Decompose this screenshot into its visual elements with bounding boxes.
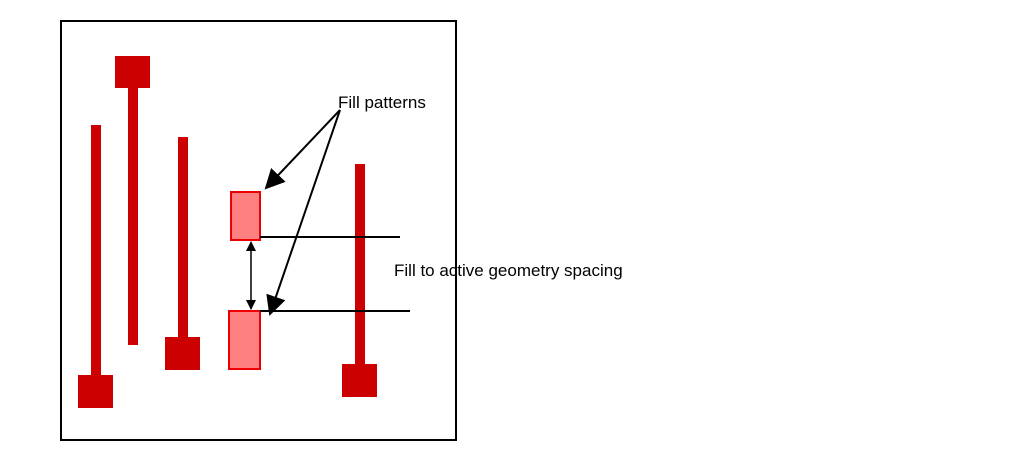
- active-geometry: [78, 56, 377, 408]
- via-pad-4: [342, 364, 377, 397]
- layout-frame: [60, 20, 457, 441]
- wire-4: [355, 164, 365, 374]
- via-pad-1: [78, 375, 113, 408]
- leader-arrow-upper: [264, 109, 341, 190]
- fill-pattern-upper: [230, 191, 261, 241]
- fill-pattern-lower: [228, 310, 261, 370]
- wire-1: [91, 125, 101, 380]
- spacing-label: Fill to active geometry spacing: [394, 261, 623, 280]
- leader-arrow-lower: [266, 109, 341, 316]
- fill-patterns-label: Fill patterns: [338, 93, 426, 112]
- via-pad-3: [165, 337, 200, 370]
- wire-3: [178, 137, 188, 342]
- via-pad-2: [115, 56, 150, 88]
- wire-2: [128, 85, 138, 345]
